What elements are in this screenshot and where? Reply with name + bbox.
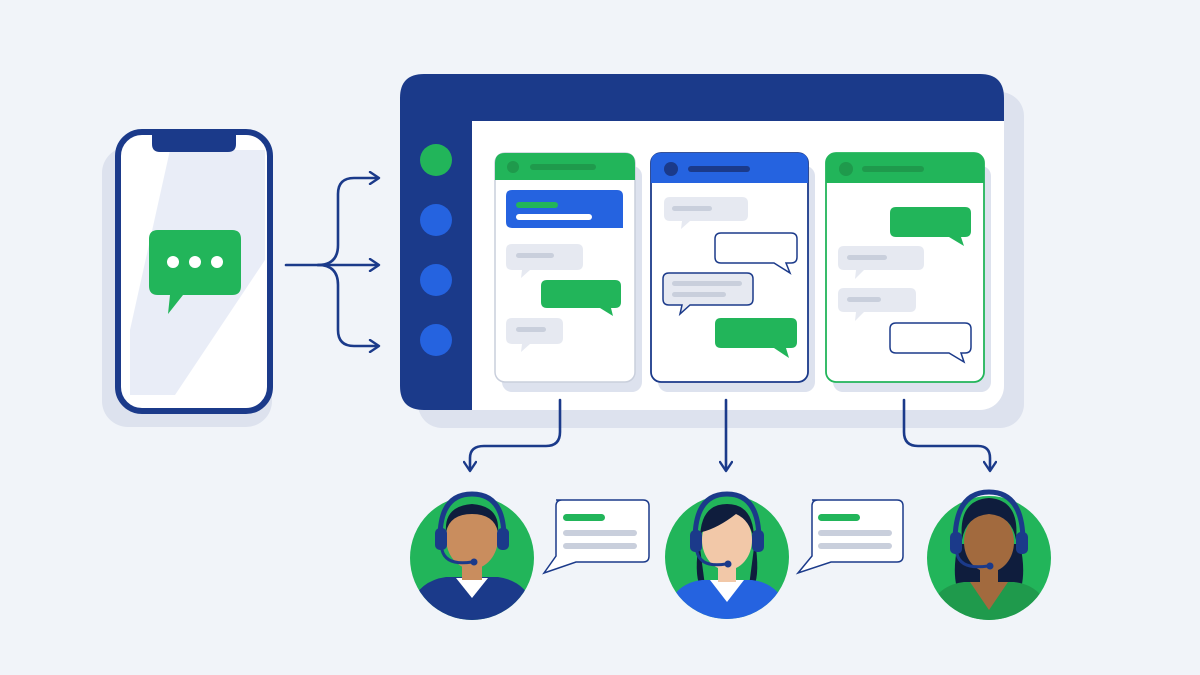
agent-chat-bubble-1 bbox=[542, 499, 650, 575]
sidebar-dot-2 bbox=[420, 204, 452, 236]
chat-bubble-icon bbox=[149, 230, 241, 314]
chat-panel-2 bbox=[650, 152, 815, 392]
agent-chat-bubble-2 bbox=[795, 499, 904, 575]
arrow-to-agent-1 bbox=[470, 398, 562, 470]
arrow-to-agent-3 bbox=[902, 398, 990, 470]
arrow-branch-bottom bbox=[316, 263, 378, 346]
fan-out-arrows bbox=[284, 178, 378, 346]
arrow-branch-top bbox=[316, 178, 378, 267]
sidebar-dot-4 bbox=[420, 324, 452, 356]
routing-arrows bbox=[470, 398, 990, 470]
smartphone-icon bbox=[102, 129, 273, 427]
headset-agent-icon bbox=[410, 491, 534, 620]
headset-agent-icon bbox=[927, 489, 1051, 620]
sidebar-dot-1 bbox=[420, 144, 452, 176]
sidebar-dot-3 bbox=[420, 264, 452, 296]
headset-agent-icon bbox=[665, 491, 789, 619]
dashboard-window-icon bbox=[400, 74, 1024, 428]
chat-panel-1 bbox=[494, 152, 642, 392]
chat-panel-3 bbox=[825, 152, 991, 392]
